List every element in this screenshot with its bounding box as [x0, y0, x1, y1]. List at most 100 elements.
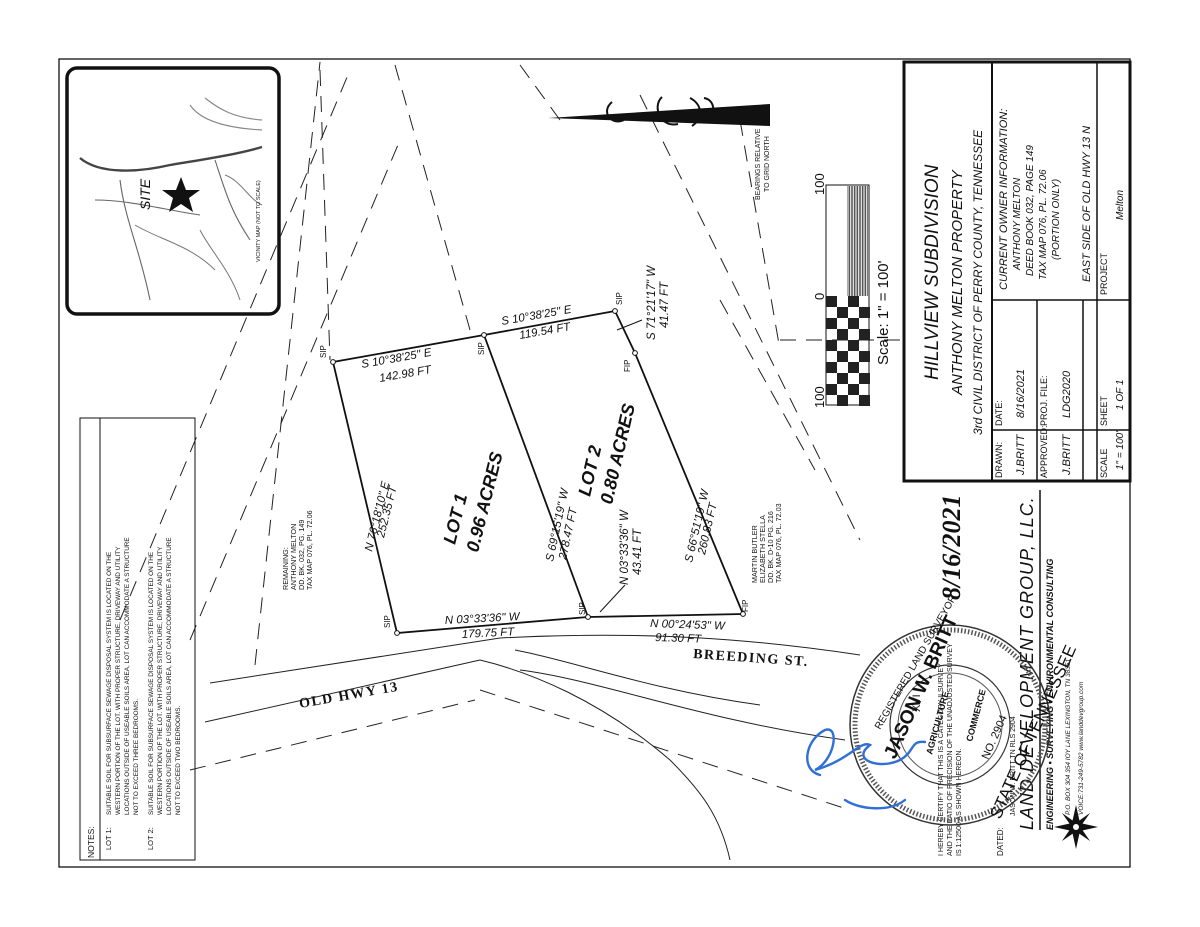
note-lot2-line: WESTERN PORTION OF THE LOT. WITH PROPER … — [157, 546, 164, 815]
corner-fip-label: FIP — [623, 360, 632, 372]
owner-portion: (PORTION ONLY) — [1051, 179, 1062, 260]
lot-area-labels: LOT 1 0.96 ACRES LOT 2 0.80 ACRES — [439, 402, 638, 554]
scale-label-left: 100 — [812, 173, 827, 195]
owner-heading: CURRENT OWNER INFORMATION: — [998, 109, 1010, 290]
value-sheet: 1 OF 1 — [1115, 380, 1126, 410]
project-location: EAST SIDE OF OLD HWY 13 N — [1081, 126, 1093, 282]
project-district: 3rd CIVIL DISTRICT OF PERRY COUNTY, TENN… — [971, 129, 985, 435]
distance-b1: 142.98 FT — [378, 364, 433, 385]
bearing-b9: N 00°24'53" W — [650, 618, 726, 633]
lot1-boundary — [331, 334, 589, 634]
adjoiner-line: ANTHONY MELTON — [289, 524, 298, 590]
certification-line: IS 1:12500 AS SHOWN HEREON. — [956, 749, 963, 856]
info-grid-lines — [992, 299, 1130, 481]
arrow-41-47 — [616, 319, 643, 331]
scale-label-right: 100 — [812, 386, 827, 408]
firm-address: P.O. BOX 304 354 IOY LANE LEXINGTON, TN … — [1065, 659, 1072, 815]
value-scale: 1" = 100' — [1115, 430, 1126, 470]
firm-block: LAND DEVELOPMENT GROUP, LLC. ENGINEERING… — [1017, 490, 1098, 849]
corner-sip-label: SIP — [578, 602, 587, 615]
adjoiner-line: DD. BK. D-10 PG. 216 — [766, 511, 775, 583]
label-date: DATE: — [994, 400, 1004, 426]
note-lot2-line: SUITABLE SOIL FOR SUBSURFACE SEWAGE DISP… — [148, 552, 155, 815]
adjoiner-line: ELIZABETH STELLA — [758, 515, 767, 583]
corner-sip-label: SIP — [615, 292, 624, 305]
bearing-b7: N 03°33'36" W — [619, 509, 631, 585]
road-label-old-hwy-13: OLD HWY 13 — [298, 680, 400, 712]
corner-sip-label: SIP — [383, 615, 392, 628]
owner-map: TAX MAP 076, PL. 72.06 — [1038, 169, 1049, 280]
dashed-reference-lines — [119, 61, 900, 811]
site-star-icon — [162, 177, 200, 212]
adjoiner-line: TAX MAP 076, PL. 72.06 — [305, 510, 314, 590]
certification-block: I HEREBY CERTIFY THAT THIS IS A CATEGORY… — [938, 643, 1017, 856]
owner-name: ANTHONY MELTON — [1012, 177, 1023, 271]
adjoiner-line: TAX MAP 076, PL. 72.03 — [774, 503, 783, 583]
surveyor-signature — [806, 728, 927, 810]
bearing-b3: S 71°21'17" W — [646, 265, 658, 340]
scale-label-mid: 0 — [812, 293, 827, 300]
bearings-note: BEARINGS RELATIVE — [755, 128, 762, 200]
label-approved: APPROVED: — [1039, 425, 1049, 478]
project-title: HILLVIEW SUBDIVISION — [922, 164, 943, 380]
vicinity-map: SITE VICINITY MAP (NOT TO SCALE) — [65, 66, 281, 316]
scale-checker — [826, 296, 870, 406]
adjoiner-line: MARTIN BUTLER — [750, 525, 759, 583]
adjoiner-line: REMAINING: — [281, 547, 290, 590]
bearing-b8: N 03°33'36" W — [445, 611, 521, 627]
north-arrow: BEARINGS RELATIVE TO GRID NORTH — [548, 96, 771, 200]
note-lot1-line: NOT TO EXCEED THREE BEDROOMS. — [133, 699, 140, 815]
certification-surveyor: JASON W. BRITT TN RLS 2904 — [1010, 716, 1017, 816]
adjoiner-line: DD. BK. 032, PG. 149 — [297, 520, 306, 590]
label-scale: SCALE — [1099, 448, 1109, 478]
value-project: Melton — [1115, 190, 1126, 220]
notes-block: NOTES: LOT 1: SUITABLE SOIL FOR SUBSURFA… — [79, 417, 196, 861]
distance-b8: 179.75 FT — [462, 626, 516, 641]
corner-sip-label: SIP — [477, 342, 486, 355]
adjoiner-remaining: REMAINING: ANTHONY MELTON DD. BK. 032, P… — [281, 510, 314, 590]
corner-fip-label: FIP — [741, 600, 750, 612]
scale-hatch — [847, 186, 868, 296]
label-project: PROJECT — [1099, 252, 1109, 295]
certification-dated: DATED: — [996, 827, 1005, 856]
note-lot2-lines: SUITABLE SOIL FOR SUBSURFACE SEWAGE DISP… — [148, 537, 182, 815]
corner-pins — [330, 308, 746, 636]
distance-b7: 43.41 FT — [632, 528, 644, 575]
seal-commerce: COMMERCE — [964, 688, 988, 742]
label-drawn: DRAWN: — [994, 442, 1004, 478]
scale-bar: 100 0 100 Scale: 1" = 100' — [812, 173, 892, 408]
owner-deed: DEED BOOK 032, PAGE 149 — [1025, 145, 1036, 276]
notes-heading: NOTES: — [86, 826, 96, 858]
note-lot2-line: LOCATIONS OUTSIDE OF USEABLE SOILS AREA,… — [166, 537, 173, 815]
road-label-breeding-st: BREEDING ST. — [693, 647, 810, 670]
bearings-note: TO GRID NORTH — [764, 136, 771, 192]
lot-shared-line — [483, 334, 589, 618]
vicinity-site-label: SITE — [137, 178, 153, 210]
label-proj-file: PROJ. FILE: — [1039, 375, 1049, 426]
note-lot1-line: LOCATIONS OUTSIDE OF USEABLE SOILS AREA,… — [124, 537, 131, 815]
value-approved: J.BRITT — [1061, 433, 1073, 476]
firm-services: ENGINEERING • SURVEYING • ENVIRONMENTAL … — [1045, 559, 1055, 830]
note-lot2-line: NOT TO EXCEED TWO BEDROOMS. — [175, 706, 182, 815]
seal-number: NO. 2904 — [980, 713, 1010, 761]
firm-contact: VOICE:731-249-5782 www.landdevgroup.com — [1078, 681, 1085, 815]
corner-sip-label: SIP — [319, 345, 328, 358]
vicinity-caption: VICINITY MAP (NOT TO SCALE) — [256, 180, 262, 262]
value-proj-file: LDG2020 — [1061, 370, 1073, 418]
note-lot1-line: WESTERN PORTION OF THE LOT. WITH PROPER … — [115, 546, 122, 815]
owner-info: CURRENT OWNER INFORMATION: ANTHONY MELTO… — [998, 109, 1062, 290]
note-lot1-lines: SUITABLE SOIL FOR SUBSURFACE SEWAGE DISP… — [106, 537, 140, 815]
label-sheet: SHEET — [1099, 395, 1109, 426]
certification-line: AND THE RATIO OF PRECISION OF THE UNADJU… — [947, 643, 954, 856]
value-date: 8/16/2021 — [1015, 369, 1027, 418]
value-drawn: J.BRITT — [1015, 433, 1027, 476]
adjoiner-butler: MARTIN BUTLER ELIZABETH STELLA DD. BK. D… — [750, 503, 783, 583]
distance-b9: 91.30 FT — [655, 632, 702, 646]
arrow-43-41 — [599, 584, 626, 613]
title-block: HILLVIEW SUBDIVISION ANTHONY MELTON PROP… — [902, 60, 1132, 483]
scale-caption: Scale: 1" = 100' — [875, 260, 892, 365]
note-lot1-label: LOT 1: — [104, 827, 113, 850]
note-lot1-line: SUITABLE SOIL FOR SUBSURFACE SEWAGE DISP… — [106, 552, 113, 815]
seal-roman: XVI — [911, 694, 923, 712]
